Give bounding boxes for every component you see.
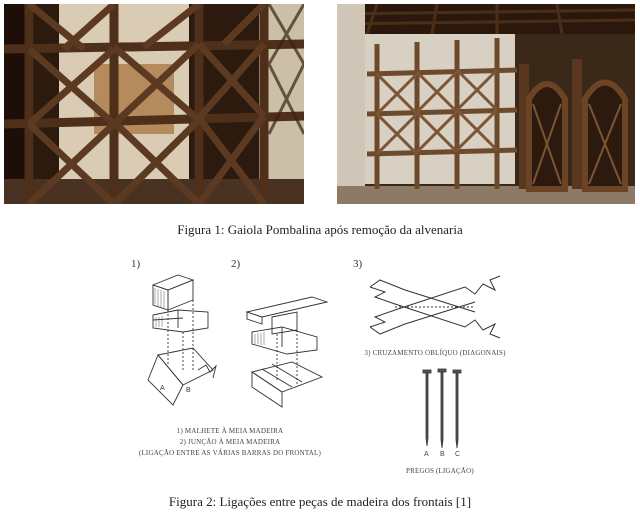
photo-frame-room [337, 4, 635, 204]
left-label-line-3: (LIGAÇÃO ENTRE AS VÁRIAS BARRAS DO FRONT… [138, 449, 322, 457]
timber-frame-photo-right [337, 4, 635, 204]
drawing-letter-a: A [160, 385, 165, 392]
nails-label: PREGOS (LIGAÇÃO) [406, 467, 474, 475]
timber-frame-photo-left [4, 4, 304, 204]
nail-label-a: A [424, 451, 429, 458]
left-label-line-2: 2) JUNÇÃO À MEIA MADEIRA [179, 438, 281, 446]
nails-drawing [422, 368, 462, 449]
oblique-cross-drawing [369, 275, 501, 339]
panel-number-2: 2) [231, 258, 241, 270]
figure-2-caption: Figura 2: Ligações entre peças de madeir… [168, 494, 472, 509]
photo-frame-interior [4, 4, 304, 204]
figure-1-caption: Figura 1: Gaiola Pombalina após remoção … [177, 222, 463, 237]
drawing-letter-b: B [186, 387, 191, 394]
cross-label: 3) CRUZAMENTO OBLÍQUO (DIAGONAIS) [364, 349, 506, 357]
halflap-junction-drawing [245, 296, 329, 408]
nail-label-b: B [440, 451, 445, 458]
nail-label-c: C [455, 451, 461, 458]
dovetail-joint-drawing: A B [147, 274, 217, 406]
panel-number-3: 3) [353, 258, 363, 270]
panel-number-1: 1) [131, 258, 141, 270]
left-label-line-1: 1) MALHETE À MEIA MADEIRA [176, 427, 284, 435]
